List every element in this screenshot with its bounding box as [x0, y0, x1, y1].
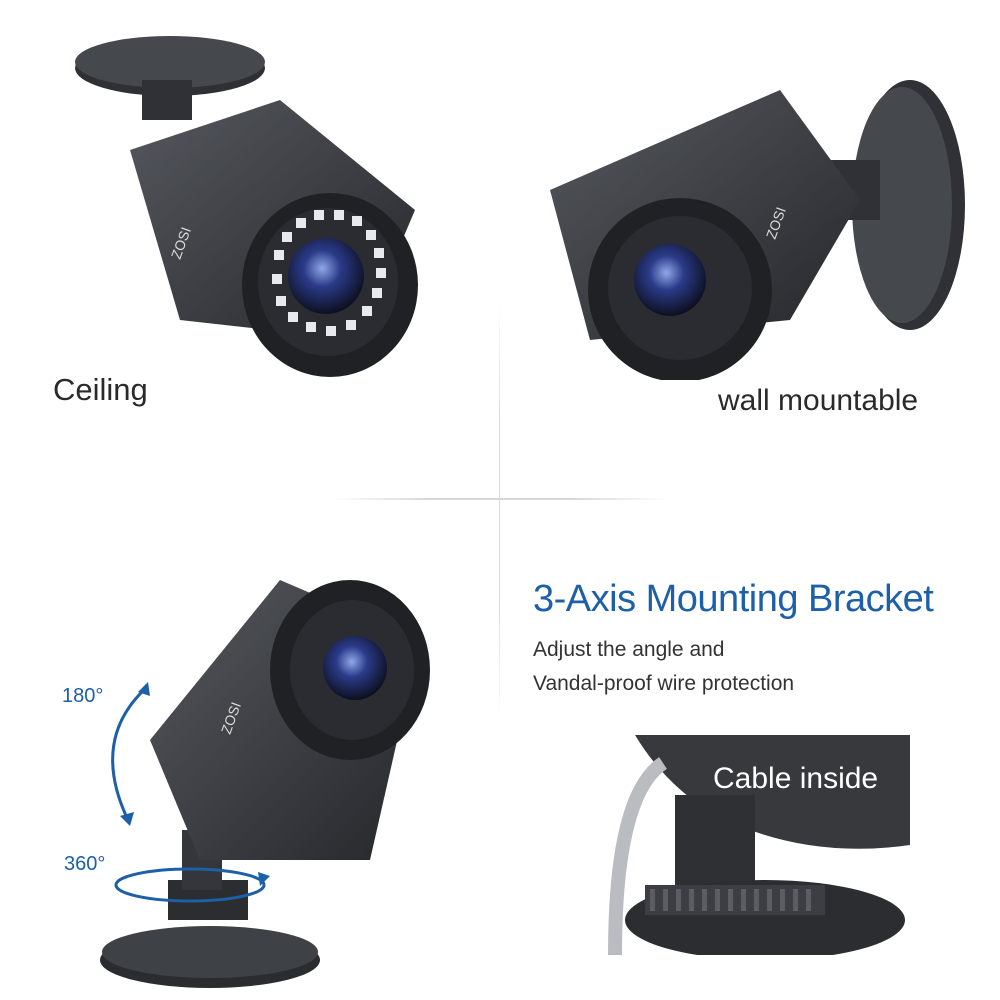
tilt-arrow-icon	[90, 680, 160, 830]
bracket-line-2: Vandal-proof wire protection	[533, 672, 795, 695]
bracket-line-1: Adjust the angle and	[533, 638, 725, 661]
divider-horizontal	[330, 498, 670, 500]
camera-bracket-image: ZOSI	[90, 560, 450, 990]
pan-360-label: 360°	[64, 853, 106, 875]
divider-vertical	[499, 300, 500, 720]
pan-arrow-icon	[110, 860, 280, 910]
ceiling-label: Ceiling	[53, 372, 148, 407]
wall-mountable-label: wall mountable	[718, 384, 919, 417]
tilt-180-label: 180°	[62, 685, 104, 707]
camera-ceiling-image: ZOSI	[60, 20, 440, 390]
cable-closeup-image	[605, 735, 910, 955]
camera-wall-image: ZOSI	[530, 40, 970, 380]
cable-inside-label: Cable inside	[713, 762, 879, 795]
bracket-title: 3-Axis Mounting Bracket	[533, 578, 934, 620]
